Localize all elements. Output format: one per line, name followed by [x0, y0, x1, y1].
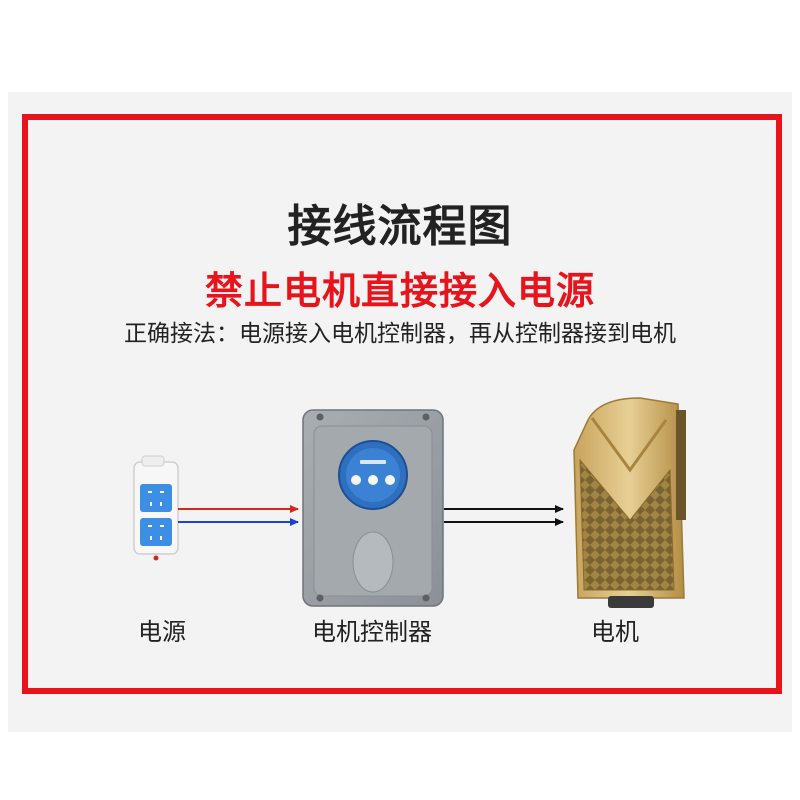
- motor-controller-illustration: [302, 409, 444, 607]
- warning-text: 禁止电机直接接入电源: [204, 269, 595, 313]
- power-strip-illustration: [133, 455, 179, 561]
- diagram-title: 接线流程图: [287, 201, 513, 252]
- motor-illustration: [573, 397, 686, 608]
- controller-label: 电机控制器: [312, 618, 432, 646]
- power-label: 电源: [138, 618, 186, 646]
- motor-label: 电机: [591, 618, 639, 646]
- instruction-text: 正确接法：电源接入电机控制器，再从控制器接到电机: [124, 321, 676, 347]
